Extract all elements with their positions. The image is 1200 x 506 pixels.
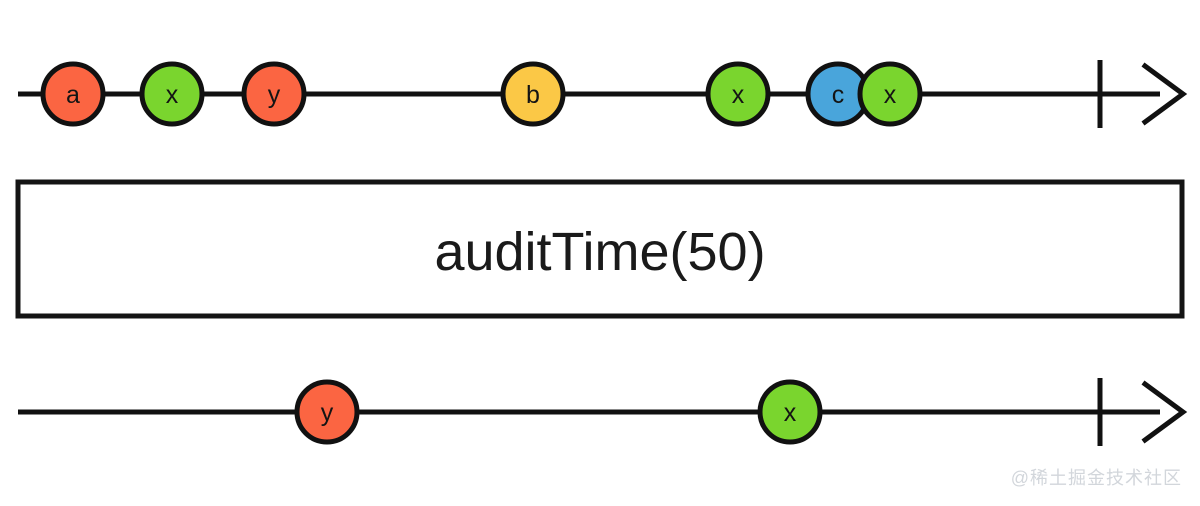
- marble-label-x: x: [166, 81, 179, 109]
- marble-x[interactable]: x: [705, 61, 771, 127]
- marble-y[interactable]: y: [294, 379, 360, 445]
- marble-y[interactable]: y: [241, 61, 307, 127]
- marble-x[interactable]: x: [139, 61, 205, 127]
- marble-a[interactable]: a: [40, 61, 106, 127]
- marble-x[interactable]: x: [857, 61, 923, 127]
- marble-label-a: a: [66, 81, 80, 109]
- marble-b[interactable]: b: [500, 61, 566, 127]
- marble-label-b: b: [526, 81, 540, 109]
- marble-circle-a: [40, 61, 106, 127]
- marble-x[interactable]: x: [757, 379, 823, 445]
- marble-circle-y: [294, 379, 360, 445]
- marble-circle-x: [139, 61, 205, 127]
- marble-label-y: y: [321, 399, 334, 427]
- marble-circle-y: [241, 61, 307, 127]
- marble-label-x: x: [884, 81, 897, 109]
- output-arrow-head: [1141, 380, 1188, 444]
- marble-circle-b: [500, 61, 566, 127]
- marble-circle-x: [857, 61, 923, 127]
- watermark: @稀土掘金技术社区: [1011, 468, 1182, 488]
- marble-label-c: c: [832, 81, 845, 109]
- marble-circle-x: [757, 379, 823, 445]
- marble-label-x: x: [784, 399, 797, 427]
- operator-box-frame: [15, 179, 1185, 319]
- operator-box[interactable]: auditTime(50): [15, 179, 1185, 319]
- marble-circle-x: [705, 61, 771, 127]
- operator-box-label: auditTime(50): [434, 222, 765, 282]
- source-arrow-head: [1141, 62, 1188, 126]
- marble-label-x: x: [732, 81, 745, 109]
- marble-label-y: y: [268, 81, 281, 109]
